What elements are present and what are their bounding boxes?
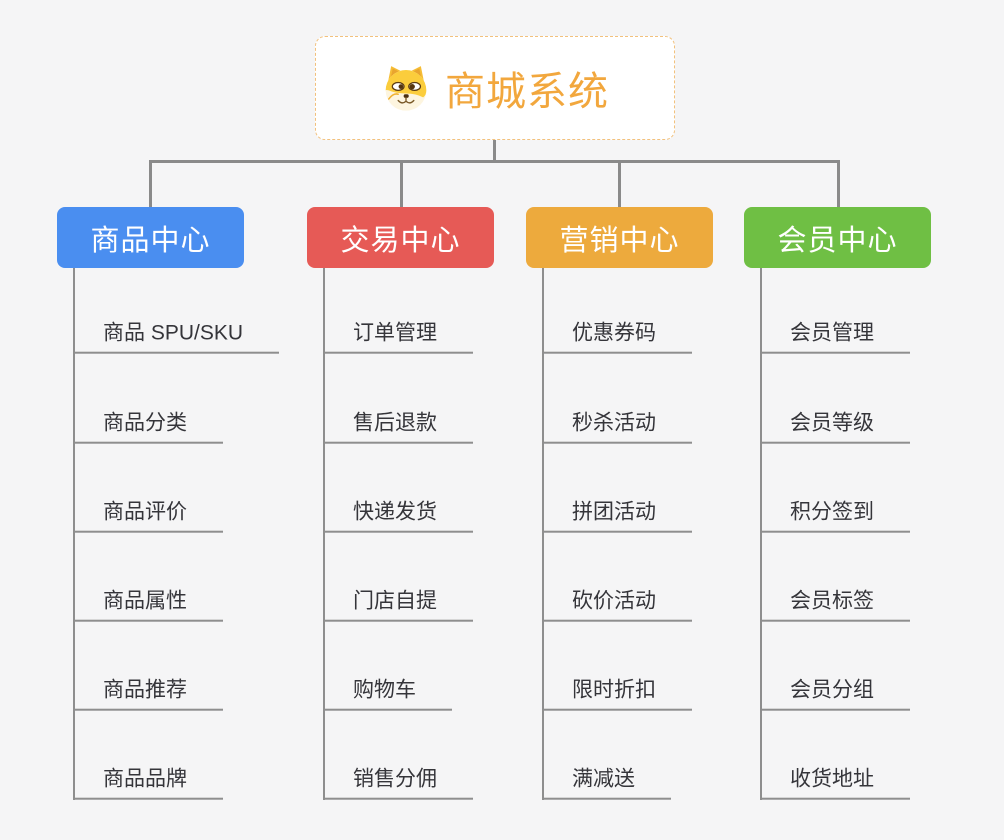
- doge-icon: [385, 66, 427, 111]
- leaf-node-trade-center-5[interactable]: 销售分佣: [323, 766, 473, 800]
- leaf-node-member-center-0[interactable]: 会员管理: [760, 320, 910, 354]
- leaf-node-product-center-1[interactable]: 商品分类: [73, 410, 223, 444]
- leaf-node-trade-center-1[interactable]: 售后退款: [323, 410, 473, 444]
- leaf-node-member-center-2[interactable]: 积分签到: [760, 499, 910, 533]
- leaf-node-product-center-4[interactable]: 商品推荐: [73, 677, 223, 711]
- leaf-node-member-center-3[interactable]: 会员标签: [760, 588, 910, 622]
- connector-branch-drop: [399, 160, 403, 207]
- leaf-node-member-center-1[interactable]: 会员等级: [760, 410, 910, 444]
- connector-child-line: [542, 268, 544, 800]
- leaf-node-marketing-center-4[interactable]: 限时折扣: [542, 677, 692, 711]
- connector-branch-drop: [836, 160, 840, 207]
- connector-child-line: [323, 268, 325, 800]
- leaf-node-marketing-center-5[interactable]: 满减送: [542, 766, 671, 800]
- leaf-node-member-center-5[interactable]: 收货地址: [760, 766, 910, 800]
- leaf-node-marketing-center-3[interactable]: 砍价活动: [542, 588, 692, 622]
- leaf-node-member-center-4[interactable]: 会员分组: [760, 677, 910, 711]
- connector-horizontal-rail: [148, 160, 840, 163]
- leaf-node-trade-center-2[interactable]: 快递发货: [323, 499, 473, 533]
- branch-node-member-center[interactable]: 会员中心: [744, 207, 931, 268]
- leaf-node-marketing-center-1[interactable]: 秒杀活动: [542, 410, 692, 444]
- connector-root-stem: [492, 140, 496, 163]
- connector-child-line: [73, 268, 75, 800]
- connector-branch-drop: [618, 160, 621, 207]
- root-node-mall-system[interactable]: 商城系统: [315, 36, 675, 140]
- leaf-node-product-center-0[interactable]: 商品 SPU/SKU: [73, 320, 280, 354]
- branch-node-product-center[interactable]: 商品中心: [57, 207, 244, 268]
- leaf-node-trade-center-4[interactable]: 购物车: [323, 677, 452, 711]
- leaf-node-marketing-center-2[interactable]: 拼团活动: [542, 499, 692, 533]
- root-title: 商城系统: [445, 70, 609, 114]
- leaf-node-product-center-5[interactable]: 商品品牌: [73, 766, 223, 800]
- leaf-node-product-center-2[interactable]: 商品评价: [73, 499, 223, 533]
- leaf-node-marketing-center-0[interactable]: 优惠券码: [542, 320, 692, 354]
- leaf-node-trade-center-0[interactable]: 订单管理: [323, 320, 473, 354]
- branch-node-trade-center[interactable]: 交易中心: [307, 207, 494, 268]
- connector-child-line: [760, 268, 762, 800]
- leaf-node-product-center-3[interactable]: 商品属性: [73, 588, 223, 622]
- branch-node-marketing-center[interactable]: 营销中心: [526, 207, 713, 268]
- connector-branch-drop: [148, 160, 152, 207]
- leaf-node-trade-center-3[interactable]: 门店自提: [323, 588, 473, 622]
